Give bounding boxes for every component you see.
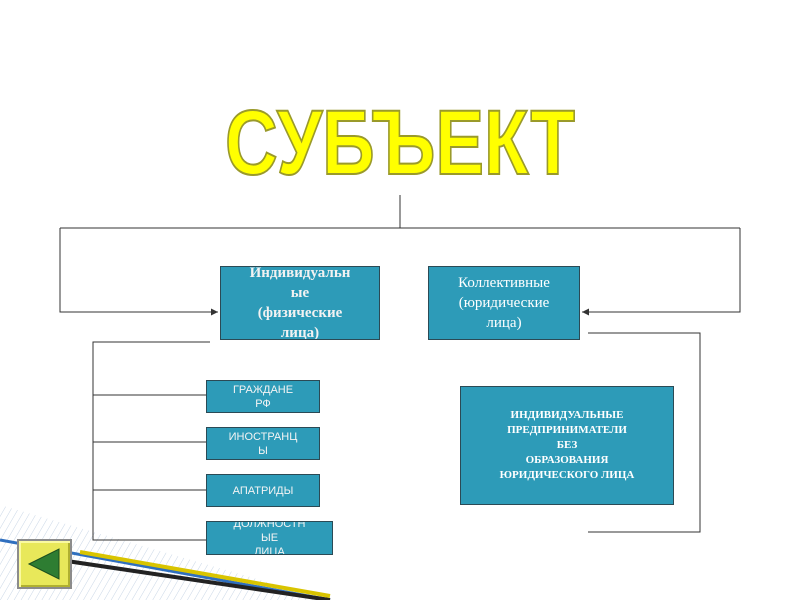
connector-right-spine xyxy=(588,332,701,533)
arrow-to-individual xyxy=(59,228,218,316)
stateless-label: АПАТРИДЫ xyxy=(232,484,294,497)
officials-label: ДОЛЖНОСТН ЫЕ ЛИЦА xyxy=(233,521,306,555)
citizens-label: ГРАЖДАНЕ РФ xyxy=(232,383,294,410)
decor-line-black xyxy=(59,558,331,600)
foreigners-label: ИНОСТРАНЦ Ы xyxy=(228,430,298,457)
collective-box: Коллективные (юридические лица) xyxy=(428,266,580,340)
collective-label: Коллективные (юридические лица) xyxy=(458,275,550,331)
decor-line-yellow xyxy=(79,550,331,598)
officials-box: ДОЛЖНОСТН ЫЕ ЛИЦА xyxy=(206,521,333,555)
page-title: СУБЪЕКТ xyxy=(225,92,575,190)
stateless-box: АПАТРИДЫ xyxy=(206,474,320,507)
triangle-left-icon xyxy=(27,548,60,580)
entrepreneurs-label: ИНДИВИДУАЛЬНЫЕ ПРЕДПРИНИМАТЕЛИ БЕЗ ОБРАЗ… xyxy=(499,409,635,481)
back-button[interactable] xyxy=(17,539,72,589)
foreigners-box: ИНОСТРАНЦ Ы xyxy=(206,427,320,460)
connector-left-spine xyxy=(92,341,210,541)
individual-label: Индивидуальн ые (физические лица) xyxy=(249,266,351,340)
individual-box: Индивидуальн ые (физические лица) xyxy=(220,266,380,340)
arrow-to-collective xyxy=(582,228,741,316)
citizens-box: ГРАЖДАНЕ РФ xyxy=(206,380,320,413)
title-graphic: СУБЪЕКТ xyxy=(224,91,576,190)
hatch-decor xyxy=(0,505,330,600)
entrepreneurs-box: ИНДИВИДУАЛЬНЫЕ ПРЕДПРИНИМАТЕЛИ БЕЗ ОБРАЗ… xyxy=(460,386,674,505)
